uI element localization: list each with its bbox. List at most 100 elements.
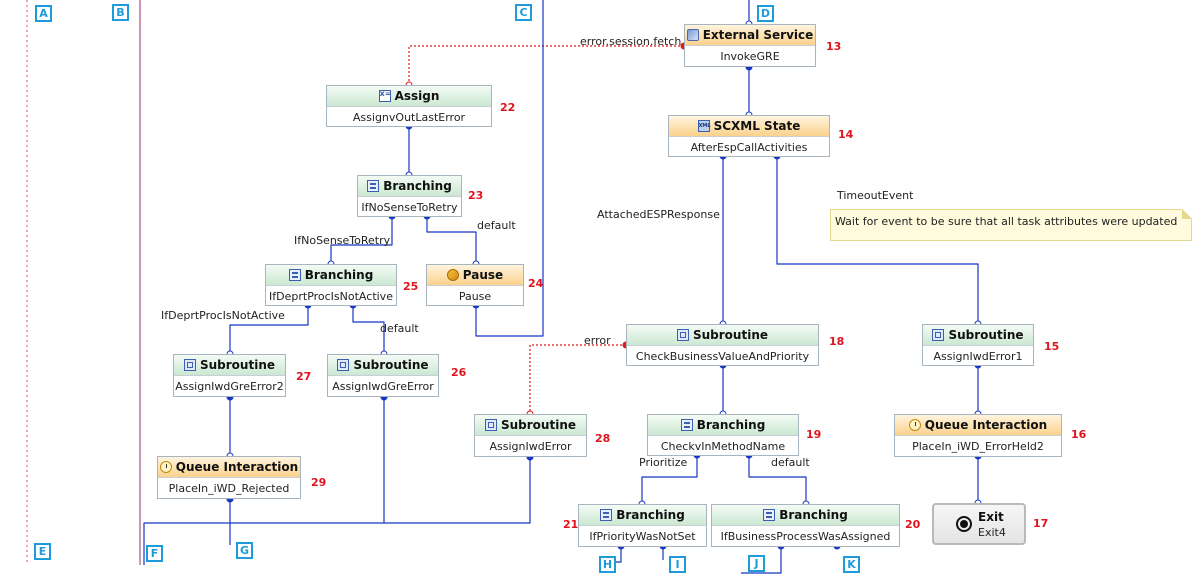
branching-icon (763, 509, 776, 521)
step-number: 13 (826, 40, 842, 53)
connector-19-to-20 (748, 455, 807, 504)
branching-icon (367, 180, 380, 192)
node-queue-rejected[interactable]: Queue Interaction PlaceIn_iWD_Rejected (157, 456, 301, 499)
pause-icon (446, 269, 459, 281)
marker-k[interactable]: K (843, 556, 860, 573)
node-name: Exit4 (978, 526, 1006, 539)
step-number: 20 (905, 518, 921, 531)
node-subroutine-greerror2[interactable]: Subroutine AssignIwdGreError2 (173, 354, 286, 397)
node-subroutine-iwderror1[interactable]: Subroutine AssignIwdError1 (922, 324, 1034, 366)
step-number: 24 (528, 277, 544, 290)
subroutine-icon (337, 359, 350, 371)
node-name: IfNoSenseToRetry (361, 201, 458, 214)
node-name: PlaceIn_iWD_Rejected (168, 482, 290, 495)
marker-b[interactable]: B (112, 4, 129, 21)
external-service-icon (686, 29, 699, 41)
node-name: AssignIwdError1 (933, 350, 1023, 363)
connector-23-to-25 (330, 216, 393, 264)
node-branching-prioritynotset[interactable]: Branching IfPriorityWasNotSet (578, 504, 707, 547)
edge-label: Prioritize (639, 456, 688, 469)
step-number: 22 (500, 101, 516, 114)
connector-25-to-27 (229, 305, 309, 354)
marker-g[interactable]: G (236, 542, 253, 559)
node-name: Pause (458, 290, 492, 303)
node-branching-deprtproc[interactable]: Branching IfDeprtProcIsNotActive (265, 264, 397, 306)
edge-label: IfDeprtProcIsNotActive (161, 309, 285, 322)
connector-20-to-j (741, 546, 782, 574)
edge-label: default (477, 219, 516, 232)
marker-h[interactable]: H (599, 556, 616, 573)
node-type: Branching (304, 268, 374, 282)
assign-icon (378, 89, 391, 102)
connector-26-to-f (143, 397, 385, 565)
subroutine-icon (183, 359, 196, 371)
edge-label: default (771, 456, 810, 469)
marker-j[interactable]: J (748, 555, 765, 572)
connector-14-to-15 (776, 156, 979, 324)
marker-e[interactable]: E (34, 543, 51, 560)
node-name: IfPriorityWasNotSet (589, 530, 696, 543)
step-number: 26 (451, 366, 467, 379)
node-branching-nosense[interactable]: Branching IfNoSenseToRetry (357, 175, 462, 217)
node-type: Queue Interaction (924, 418, 1048, 432)
node-type: Queue Interaction (175, 460, 299, 474)
node-name: AfterEspCallActivities (690, 141, 808, 154)
node-pause[interactable]: Pause Pause (426, 264, 524, 306)
node-subroutine-iwderror[interactable]: Subroutine AssignIwdError (474, 414, 587, 457)
subroutine-icon (484, 419, 497, 431)
node-branching-methodname[interactable]: Branching CheckvInMethodName (647, 414, 799, 456)
connector-19-to-21 (641, 455, 698, 504)
node-name: CheckvInMethodName (660, 440, 786, 453)
node-queue-errorheld2[interactable]: Queue Interaction PlaceIn_iWD_ErrorHeld2 (894, 414, 1062, 457)
connector-28-to-f (384, 457, 531, 524)
node-type: Branching (779, 508, 848, 522)
edge-label: error.session.fetch (580, 35, 682, 48)
node-name: IfBusinessProcessWasAssigned (720, 530, 891, 543)
connector-13-to-22 (408, 45, 684, 85)
node-type: Subroutine (948, 328, 1024, 342)
node-name: IfDeprtProcIsNotActive (269, 290, 393, 303)
marker-a[interactable]: A (35, 5, 52, 22)
node-exit[interactable]: Exit Exit4 (932, 503, 1026, 545)
node-scxml-state-aftercall[interactable]: SCXML State AfterEspCallActivities (668, 115, 830, 157)
step-number: 17 (1033, 517, 1049, 530)
edge-label: IfNoSenseToRetry (294, 234, 391, 247)
edge-label: default (380, 322, 419, 335)
step-number: 23 (468, 189, 484, 202)
node-branching-processassigned[interactable]: Branching IfBusinessProcessWasAssigned (711, 504, 900, 547)
step-number: 15 (1044, 340, 1060, 353)
marker-c[interactable]: C (515, 4, 532, 21)
marker-d[interactable]: D (757, 5, 774, 22)
node-subroutine-businessvalue[interactable]: Subroutine CheckBusinessValueAndPriority (626, 324, 819, 366)
connector-23-to-24 (426, 216, 477, 264)
node-type: Branching (383, 179, 452, 193)
queue-interaction-icon (159, 461, 172, 473)
step-number: 21 (563, 518, 579, 531)
subroutine-icon (676, 329, 689, 341)
node-type: External Service (702, 28, 814, 42)
step-number: 28 (595, 432, 611, 445)
queue-interaction-icon (908, 419, 921, 431)
node-assign-lasterror[interactable]: Assign AssignvOutLastError (326, 85, 492, 127)
marker-i[interactable]: I (669, 556, 686, 573)
node-type: Branching (616, 508, 685, 522)
node-name: InvokeGRE (720, 50, 780, 63)
node-type: Subroutine (353, 358, 429, 372)
node-type: Assign (394, 89, 440, 103)
node-type: SCXML State (713, 119, 801, 133)
scxml-icon (697, 120, 711, 132)
step-number: 14 (838, 128, 854, 141)
node-external-service-invokegre[interactable]: External Service InvokeGRE (684, 24, 816, 67)
connector-25-to-26 (352, 305, 385, 354)
node-name: AssignvOutLastError (352, 111, 466, 124)
node-subroutine-greerror[interactable]: Subroutine AssignIwdGreError (327, 354, 439, 397)
node-type: Pause (462, 268, 504, 282)
branching-icon (600, 509, 613, 521)
exit-icon (956, 516, 972, 532)
step-number: 16 (1071, 428, 1087, 441)
marker-f[interactable]: F (146, 545, 163, 562)
node-type: Subroutine (692, 328, 768, 342)
step-number: 29 (311, 476, 327, 489)
edge-label: AttachedESPResponse (597, 208, 720, 221)
node-name: AssignIwdGreError2 (175, 380, 284, 393)
